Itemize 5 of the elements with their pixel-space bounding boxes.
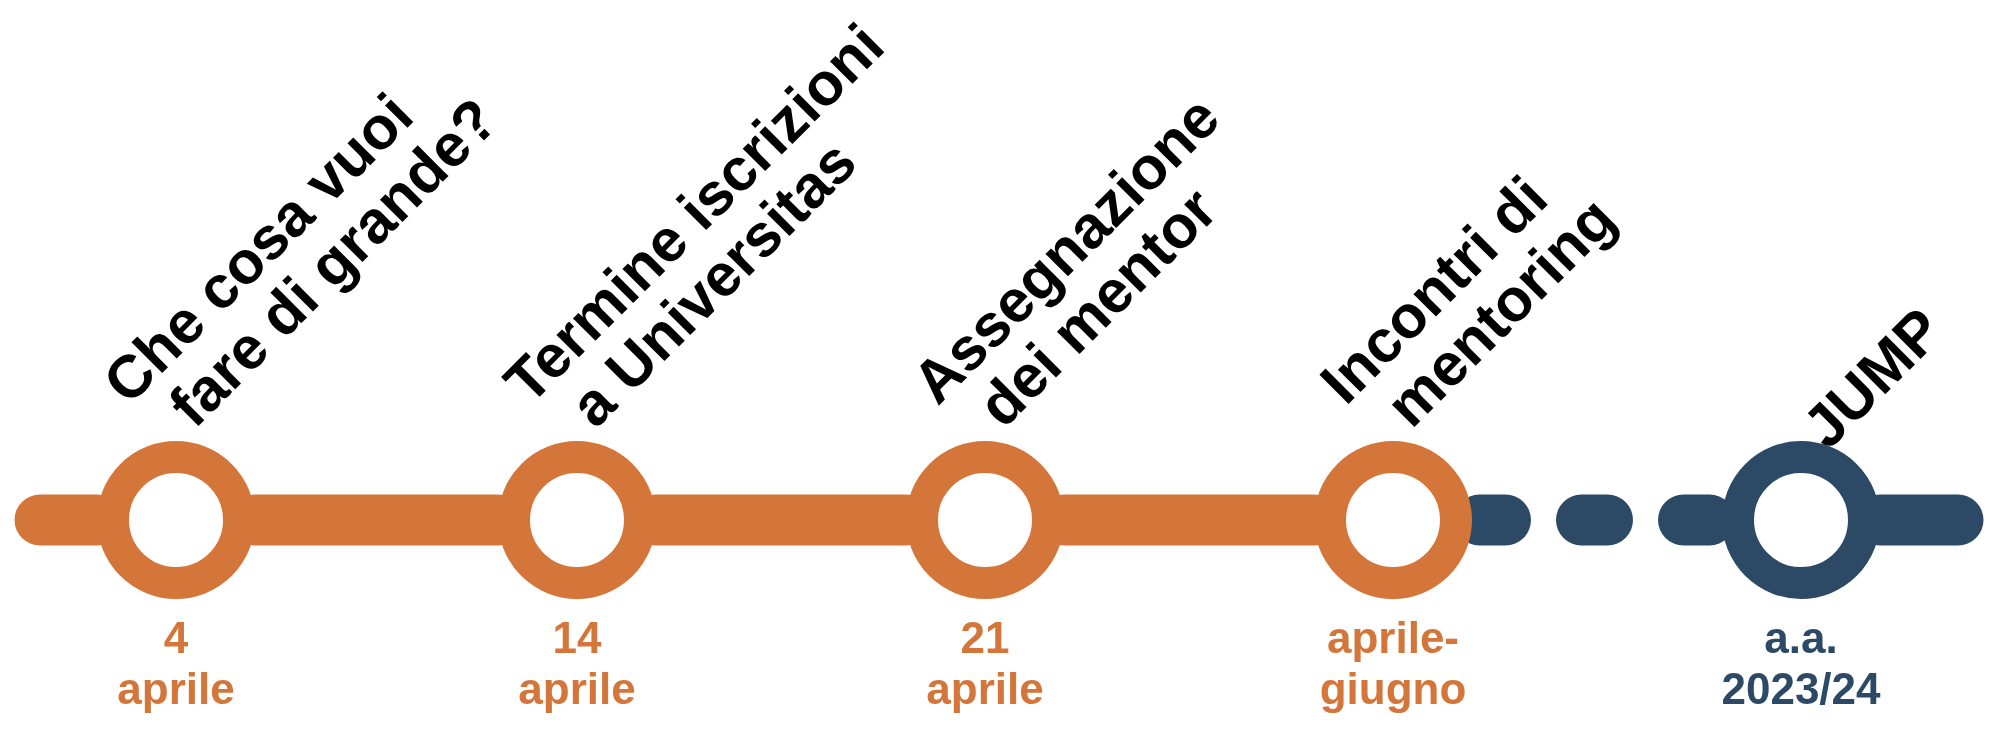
milestone-date: a.a. 2023/24 bbox=[1720, 613, 1882, 715]
milestone-date: 21 aprile bbox=[925, 613, 1045, 715]
milestone-date: aprile-giugno bbox=[1318, 613, 1468, 715]
milestone-date: 4 aprile bbox=[116, 613, 236, 715]
milestone-date: 14 aprile bbox=[517, 613, 637, 715]
